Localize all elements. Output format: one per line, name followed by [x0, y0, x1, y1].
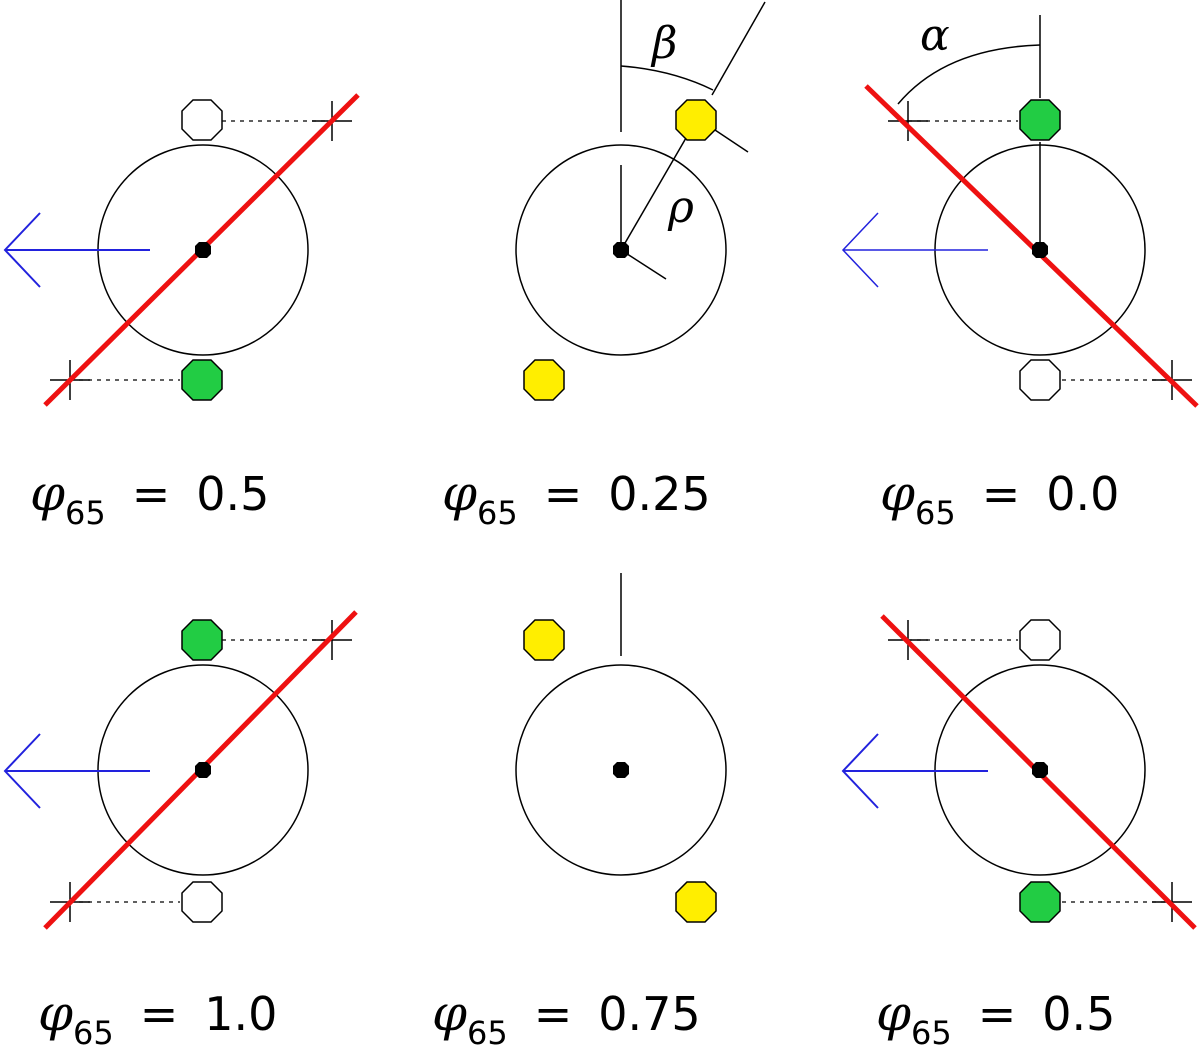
- blue-arrow: [3, 733, 150, 809]
- white-octagon-marker: [181, 99, 223, 141]
- white-octagon-marker: [1019, 619, 1061, 661]
- cross-marker: [312, 620, 352, 660]
- panel-bottom-middle: [515, 573, 727, 923]
- phi-subscript: 65: [73, 1014, 114, 1052]
- phase-label-bottom-left: φ65 = 1.0: [38, 987, 278, 1049]
- center-dot: [1032, 242, 1048, 258]
- radius-line: [620, 137, 687, 251]
- phi-subscript: 65: [915, 494, 956, 532]
- orbit-circle: [515, 664, 727, 876]
- phi-subscript: 65: [467, 1014, 508, 1052]
- center-dot: [613, 762, 629, 778]
- green-octagon-marker: [181, 359, 223, 401]
- green-octagon-marker: [181, 619, 223, 661]
- rho-label: ρ: [667, 182, 694, 233]
- panel-bottom-left: [3, 610, 358, 930]
- phi-subscript: 65: [911, 1014, 952, 1052]
- yellow-octagon-marker: [675, 881, 717, 923]
- beta-label: β: [650, 18, 677, 69]
- phase-value: 1.0: [204, 987, 278, 1041]
- green-octagon-marker: [1019, 99, 1061, 141]
- phase-label-top-left: φ65 = 0.5: [30, 467, 270, 529]
- phi-subscript: 65: [65, 494, 106, 532]
- alpha-arc: [897, 44, 1041, 105]
- white-octagon-marker: [1019, 359, 1061, 401]
- orbit-circle: [515, 144, 727, 356]
- panel-bottom-right: [841, 614, 1197, 930]
- center-dot: [1032, 762, 1048, 778]
- phi-symbol: φ: [880, 464, 916, 522]
- short-line: [714, 129, 749, 153]
- equals-sign: =: [139, 987, 179, 1041]
- blue-arrow: [841, 733, 988, 809]
- phase-value: 0.25: [608, 467, 711, 521]
- equals-sign: =: [543, 467, 583, 521]
- center-dot: [195, 762, 211, 778]
- phi-symbol: φ: [876, 984, 912, 1042]
- alpha-label: α: [920, 10, 950, 61]
- cross-marker: [888, 101, 928, 141]
- beta-arc: [620, 65, 714, 91]
- phase-label-bottom-middle: φ65 = 0.75: [432, 987, 701, 1049]
- phase-value: 0.5: [196, 467, 270, 521]
- short-line: [620, 249, 667, 280]
- phase-value: 0.0: [1046, 467, 1120, 521]
- equals-sign: =: [131, 467, 171, 521]
- green-octagon-marker: [1019, 881, 1061, 923]
- phi-symbol: φ: [30, 464, 66, 522]
- blue-arrow: [3, 212, 150, 288]
- phase-value: 0.5: [1042, 987, 1116, 1041]
- phi-symbol: φ: [38, 984, 74, 1042]
- phase-label-top-right: φ65 = 0.0: [880, 467, 1120, 529]
- center-dot: [613, 242, 629, 258]
- panel-top-right: [841, 15, 1199, 408]
- phase-value: 0.75: [598, 987, 701, 1041]
- blue-arrow: [841, 212, 988, 288]
- white-octagon-marker: [181, 881, 223, 923]
- equals-sign: =: [977, 987, 1017, 1041]
- phi-subscript: 65: [477, 494, 518, 532]
- angle-ray: [711, 1, 766, 96]
- yellow-octagon-marker: [675, 99, 717, 141]
- panel-top-middle: [515, 0, 766, 401]
- phi-symbol: φ: [442, 464, 478, 522]
- phase-label-top-middle: φ65 = 0.25: [442, 467, 711, 529]
- yellow-octagon-marker: [523, 619, 565, 661]
- phi-symbol: φ: [432, 984, 468, 1042]
- yellow-octagon-marker: [523, 359, 565, 401]
- equals-sign: =: [981, 467, 1021, 521]
- equals-sign: =: [533, 987, 573, 1041]
- panel-top-left: [3, 93, 360, 407]
- phase-label-bottom-right: φ65 = 0.5: [876, 987, 1116, 1049]
- center-dot: [195, 242, 211, 258]
- red-line: [864, 84, 1199, 408]
